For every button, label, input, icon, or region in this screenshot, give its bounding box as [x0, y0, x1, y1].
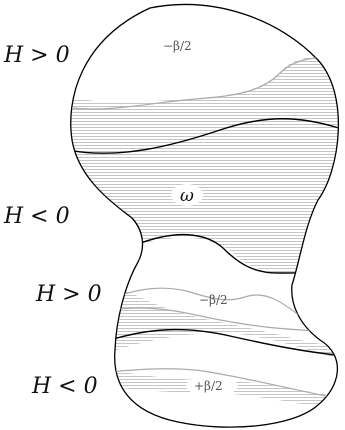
- beta-middle-label: −β/2: [199, 293, 228, 307]
- h-positive-lower-label: H > 0: [35, 282, 102, 307]
- hatch-band-upper: [70, 55, 339, 273]
- level-curve-bottom: [109, 368, 339, 401]
- h-negative-bottom-label: H < 0: [31, 374, 98, 399]
- interface-curve-upper: [70, 118, 339, 154]
- h-negative-middle-label: H < 0: [3, 204, 70, 229]
- beta-bottom-label: +β/2: [194, 379, 223, 393]
- level-curve-mid-lower: [111, 307, 339, 333]
- hatch-band-middle: [110, 280, 339, 362]
- beta-bottom-halo: [186, 376, 238, 396]
- level-curve-top: [71, 55, 339, 110]
- omega-label: ω: [180, 186, 194, 206]
- beta-mid-halo: [191, 290, 243, 310]
- h-positive-top-label: H > 0: [3, 43, 70, 68]
- domain-outline: [70, 4, 340, 428]
- omega-label-halo: [171, 184, 203, 206]
- beta-top-label: −β/2: [163, 39, 192, 53]
- interface-curve-lower: [109, 328, 339, 357]
